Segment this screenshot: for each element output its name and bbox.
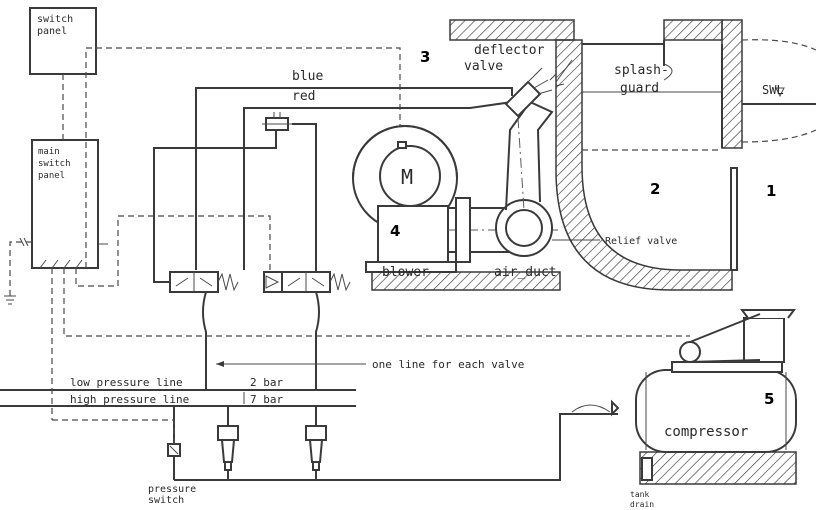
compressor-control-wire — [63, 268, 690, 337]
air-duct: Relief valve — [448, 100, 677, 263]
main-switch-label-1: main — [38, 147, 60, 157]
spring-icon-2 — [329, 272, 351, 292]
compressor-label: compressor — [664, 424, 748, 440]
filter-regulator-1 — [217, 406, 239, 471]
main-switch-label-2: switch — [38, 159, 71, 169]
callout-2: 2 — [650, 180, 660, 198]
valve-2-pilot-line — [292, 123, 317, 282]
high-pressure-label: high pressure line — [70, 393, 189, 406]
blower-label: blower — [382, 265, 429, 280]
relief-valve-label: Relief valve — [605, 236, 677, 247]
compressor-icon: compressor tank drain — [630, 309, 797, 509]
tank-drain-label-1: tank — [630, 490, 649, 499]
callout-1: 1 — [766, 182, 776, 200]
blue-pneumatic-line — [195, 87, 513, 270]
red-line-label: red — [292, 89, 315, 104]
motor-control-wire — [85, 47, 401, 268]
compressor-outlet-valve-icon — [611, 399, 620, 417]
solenoid-valve-2 — [263, 271, 351, 293]
red-pneumatic-line — [243, 101, 513, 270]
splash-guard-label-1: splash- — [614, 63, 669, 78]
callout-3: 3 — [420, 48, 430, 66]
tank-structure: splash- guard SWL — [371, 19, 816, 291]
pressure-switch-wire — [52, 419, 175, 444]
air-duct-label: air_duct — [494, 265, 557, 280]
switch-panel-label-2: panel — [37, 26, 67, 37]
main-switch-panel: main switch panel — [31, 139, 99, 269]
power-supply-line — [9, 241, 32, 296]
switch-panel-label-1: switch — [37, 14, 73, 25]
pressure-switch-label-2: switch — [148, 495, 184, 506]
check-valve-icon — [262, 112, 292, 131]
splash-guard-label-2: guard — [620, 81, 659, 96]
low-pressure-bar: 2 bar — [250, 376, 283, 389]
pressure-switch-label-1: pressure — [148, 484, 196, 495]
pressure-switch: pressure switch — [51, 268, 196, 506]
blower-unit: M — [352, 125, 560, 273]
one-line-label: one line for each valve — [372, 358, 524, 371]
callout-4: 4 — [390, 222, 400, 240]
blue-line-label: blue — [292, 69, 323, 84]
spring-icon — [217, 272, 239, 292]
solenoid-valve-1 — [169, 271, 239, 293]
main-switch-label-3: panel — [38, 171, 65, 181]
ground-icon — [4, 295, 16, 305]
deflector-valve-label-1: deflector — [474, 43, 545, 58]
main-air-supply — [174, 413, 618, 481]
valve-1-pilot-line — [153, 130, 277, 283]
callout-5: 5 — [764, 390, 774, 408]
deflector-valve-label-2: valve — [464, 59, 503, 74]
valve-control-wire-2 — [75, 215, 271, 287]
motor-label: M — [401, 165, 413, 189]
filter-regulator-2 — [305, 406, 327, 471]
tank-drain-label-2: drain — [630, 500, 654, 509]
low-pressure-label: low pressure line — [70, 376, 183, 389]
swl-label: SWL — [762, 83, 784, 97]
high-pressure-bar: 7 bar — [250, 393, 283, 406]
